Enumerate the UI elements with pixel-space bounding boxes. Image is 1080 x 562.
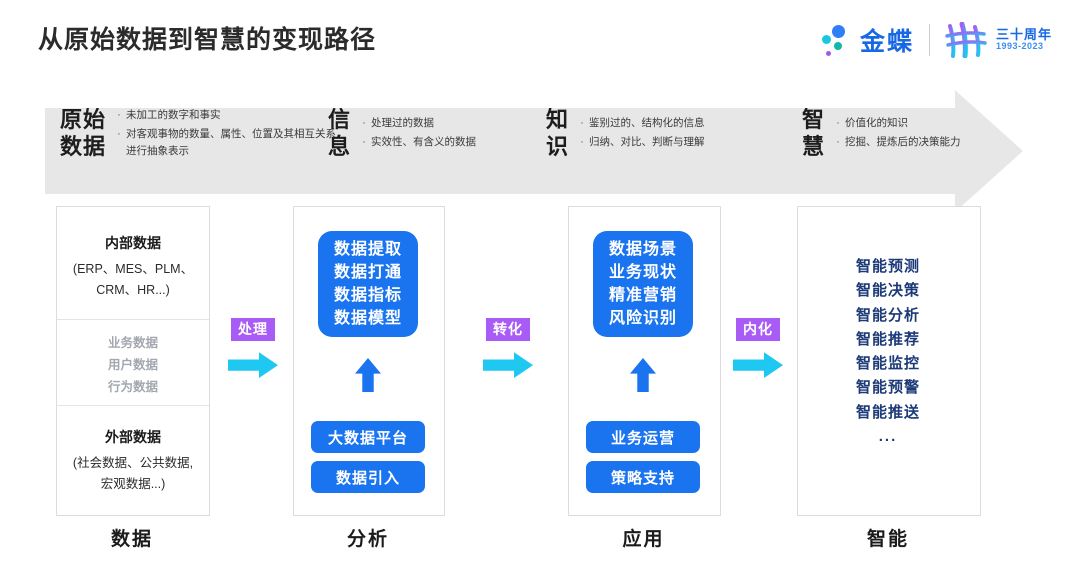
box-line: 数据场景 [608,240,677,258]
anniversary-mark-icon [945,21,987,59]
analysis-pill-data-ingest[interactable]: 数据引入 [311,461,425,493]
anniversary-years: 1993-2023 [995,41,1044,52]
list-item: 智能监控 [855,355,920,373]
box-line: 风险识别 [608,310,677,328]
kingdee-logo: 金蝶 三十周年 1993-2023 [821,18,1052,62]
bullet-dot-icon: · [117,109,121,122]
list-item: 业务数据 [107,336,158,350]
bottom-label-data: 数据 [110,529,153,550]
external-data-sub: (社会数据、公共数据, 宏观数据...) [72,456,194,491]
analysis-pill-big-data-platform[interactable]: 大数据平台 [311,421,425,453]
anniversary-text: 三十周年 1993-2023 [995,26,1052,52]
connector-transformation: 转化 [477,318,539,379]
connector-internalization: 内化 [727,318,789,379]
right-arrow-icon [483,352,533,378]
bullet-dot-icon: · [836,116,840,129]
list-item: 智能预测 [855,258,920,275]
banner-stage-name: 智 慧 [802,106,826,160]
list-item: 智能预警 [855,379,920,397]
bottom-label-intelligence: 智能 [866,529,909,550]
bottom-label-analysis: 分析 [346,529,389,550]
banner-bullet-text: 对客观事物的数量、属性、位置及其相互关系进行抽象表示 [126,128,337,157]
list-item: 智能推送 [855,403,920,421]
application-capability-box: 数据场景 业务现状 精准营销 风险识别 [593,231,693,337]
list-item: 智能决策 [855,282,920,300]
banner-stage-wisdom: 智 慧 · 价值化的知识 · 挖掘、提炼后的决策能力 [802,90,961,176]
right-arrow-icon [228,352,278,378]
internal-data-sub: (ERP、MES、PLM、CRM、HR...) [72,262,194,297]
banner-bullet-text: 挖掘、提炼后的决策能力 [845,136,961,148]
banner-stage-information: 信 息 · 处理过的数据 · 实效性、有含义的数据 [328,90,476,176]
list-item: 用户数据 [107,357,158,372]
page-title: 从原始数据到智慧的变现路径 [38,26,377,54]
banner-stage-bullets: · 处理过的数据 · 实效性、有含义的数据 [357,114,476,152]
bullet-dot-icon: · [580,116,584,129]
banner-bullet-text: 实效性、有含义的数据 [371,136,477,148]
bullet-dot-icon: · [362,116,366,129]
internal-data-heading: 内部数据 [105,235,161,251]
bullet-dot-icon: · [836,136,840,148]
internal-data-section: 内部数据 (ERP、MES、PLM、CRM、HR...) [57,207,209,320]
box-line: 数据模型 [333,310,402,328]
banner-stage-name: 信 息 [328,106,352,160]
right-arrow-icon [733,352,783,378]
banner-stage-bullets: · 鉴别过的、结构化的信息 · 归纳、对比、判断与理解 [575,114,705,152]
bullet-dot-icon: · [117,128,121,141]
application-pill-strategy-support[interactable]: 策略支持 [586,461,700,493]
bullet-dot-icon: · [362,136,366,148]
bottom-label-application: 应用 [622,529,665,550]
banner-bullet-text: 处理过的数据 [371,116,435,129]
box-line: 数据提取 [333,240,402,258]
analysis-capability-box: 数据提取 数据打通 数据指标 数据模型 [318,231,418,337]
list-item: 智能分析 [855,306,920,324]
list-item: 行为数据 [107,379,158,394]
data-types-section: 业务数据 用户数据 行为数据 [57,319,209,406]
banner-bullet-text: 归纳、对比、判断与理解 [589,136,705,148]
connector-label: 转化 [486,318,530,342]
banner-bullet-text: 鉴别过的、结构化的信息 [589,116,705,129]
application-pill-business-operation[interactable]: 业务运营 [586,421,700,453]
logo-divider [928,24,930,56]
list-item: 智能推荐 [855,330,920,348]
banner-stage-raw-data: 原始 数据 · 未加工的数字和事实 · 对客观事物的数量、属性、位置及其相互关系… [60,90,341,176]
anniversary-label: 三十周年 [995,26,1052,42]
connector-label: 处理 [231,318,275,342]
banner-stage-bullets: · 价值化的知识 · 挖掘、提炼后的决策能力 [831,114,961,152]
box-line: 数据指标 [333,287,402,304]
banner-bullet-text: 未加工的数字和事实 [126,109,221,122]
banner-stage-bullets: · 未加工的数字和事实 · 对客观事物的数量、属性、位置及其相互关系进行抽象表示 [112,106,341,160]
connector-processing: 处理 [222,318,284,379]
page-header: 从原始数据到智慧的变现路径 金蝶 三十周年 [0,0,1080,80]
box-line: 业务现状 [608,263,677,281]
list-ellipsis: ... [878,428,898,446]
banner-stage-name: 知 识 [546,106,570,160]
logo-brand-text: 金蝶 [859,28,914,56]
box-line: 数据打通 [333,263,402,281]
logo-dots-icon [821,23,851,57]
dikw-banner-arrow: 原始 数据 · 未加工的数字和事实 · 对客观事物的数量、属性、位置及其相互关系… [45,90,1023,212]
intelligence-item-list: 智能预测 智能决策 智能分析 智能推荐 智能监控 智能预警 智能推送 ... [797,255,979,449]
connector-label: 内化 [736,318,780,342]
banner-stage-knowledge: 知 识 · 鉴别过的、结构化的信息 · 归纳、对比、判断与理解 [546,90,705,176]
external-data-heading: 外部数据 [105,429,161,445]
bullet-dot-icon: · [580,136,584,148]
data-type-list: 业务数据 用户数据 行为数据 [57,333,209,399]
box-line: 精准营销 [608,287,677,304]
banner-stage-name: 原始 数据 [60,106,107,160]
external-data-section: 外部数据 (社会数据、公共数据, 宏观数据...) [57,405,209,515]
column-card-intelligence [797,206,981,516]
column-card-data: 内部数据 (ERP、MES、PLM、CRM、HR...) 业务数据 用户数据 行… [56,206,210,516]
banner-bullet-text: 价值化的知识 [845,116,909,129]
